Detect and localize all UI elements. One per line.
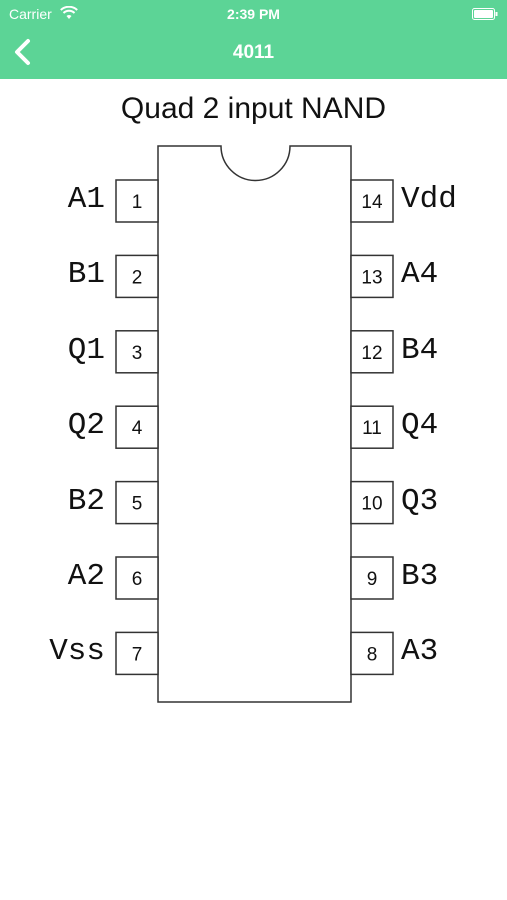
- pin-box: [115, 480, 159, 525]
- pin-number: 9: [367, 569, 378, 590]
- pin-box: [350, 330, 394, 374]
- pin-box: [350, 254, 394, 299]
- pin-box: [350, 179, 394, 223]
- pin-number: 2: [132, 267, 143, 288]
- pin-box: [115, 254, 159, 299]
- pin-box: [350, 556, 394, 600]
- pin-label: A4: [401, 257, 439, 293]
- pin-box: [115, 330, 159, 374]
- pin-box: [350, 631, 394, 676]
- chip-title: Quad 2 input NAND: [120, 92, 387, 125]
- pin-box: [115, 556, 159, 600]
- pin-number: 3: [132, 343, 143, 364]
- pin-box: [115, 405, 159, 449]
- pin-number: 10: [361, 494, 382, 515]
- pin-number: 13: [361, 267, 382, 288]
- pin-box: [115, 179, 159, 223]
- back-button[interactable]: [8, 36, 40, 68]
- status-time: 2:39 PM: [227, 6, 280, 22]
- wifi-icon: [60, 6, 78, 19]
- pin-box: [350, 480, 394, 525]
- pin-label: B1: [67, 257, 105, 293]
- pin-label: Q2: [67, 408, 105, 444]
- pin-label: Q3: [401, 483, 439, 519]
- pin-number: 5: [132, 494, 143, 515]
- pin-label: Vdd: [401, 182, 457, 217]
- pin-number: 14: [361, 192, 383, 213]
- pin-label: A1: [67, 182, 105, 217]
- battery-icon: [472, 8, 498, 20]
- pin-number: 4: [132, 418, 143, 439]
- navigation-bar: Carrier 2:39 PM 4011: [0, 0, 507, 79]
- pin-label: A2: [67, 559, 105, 594]
- pin-number: 7: [132, 644, 143, 665]
- pin-number: 6: [132, 569, 143, 590]
- pin-label: A3: [401, 634, 439, 670]
- pin-box: [115, 631, 159, 676]
- pin-number: 8: [367, 644, 378, 665]
- chevron-left-icon: [15, 39, 30, 65]
- pin-label: Q4: [401, 408, 439, 444]
- pin-box: [350, 405, 394, 449]
- status-bar: Carrier 2:39 PM: [0, 0, 507, 28]
- pin-label: Vss: [49, 634, 105, 670]
- nav-title: 4011: [232, 42, 275, 63]
- pin-number: 1: [132, 192, 143, 213]
- chip-body: [157, 145, 352, 703]
- pin-label: B2: [67, 483, 105, 519]
- carrier-label: Carrier: [9, 6, 52, 22]
- pin-label: Q1: [67, 332, 105, 368]
- pin-number: 11: [362, 418, 382, 439]
- pin-label: B4: [401, 332, 439, 368]
- pin-label: B3: [401, 559, 439, 594]
- pin-number: 12: [361, 343, 382, 364]
